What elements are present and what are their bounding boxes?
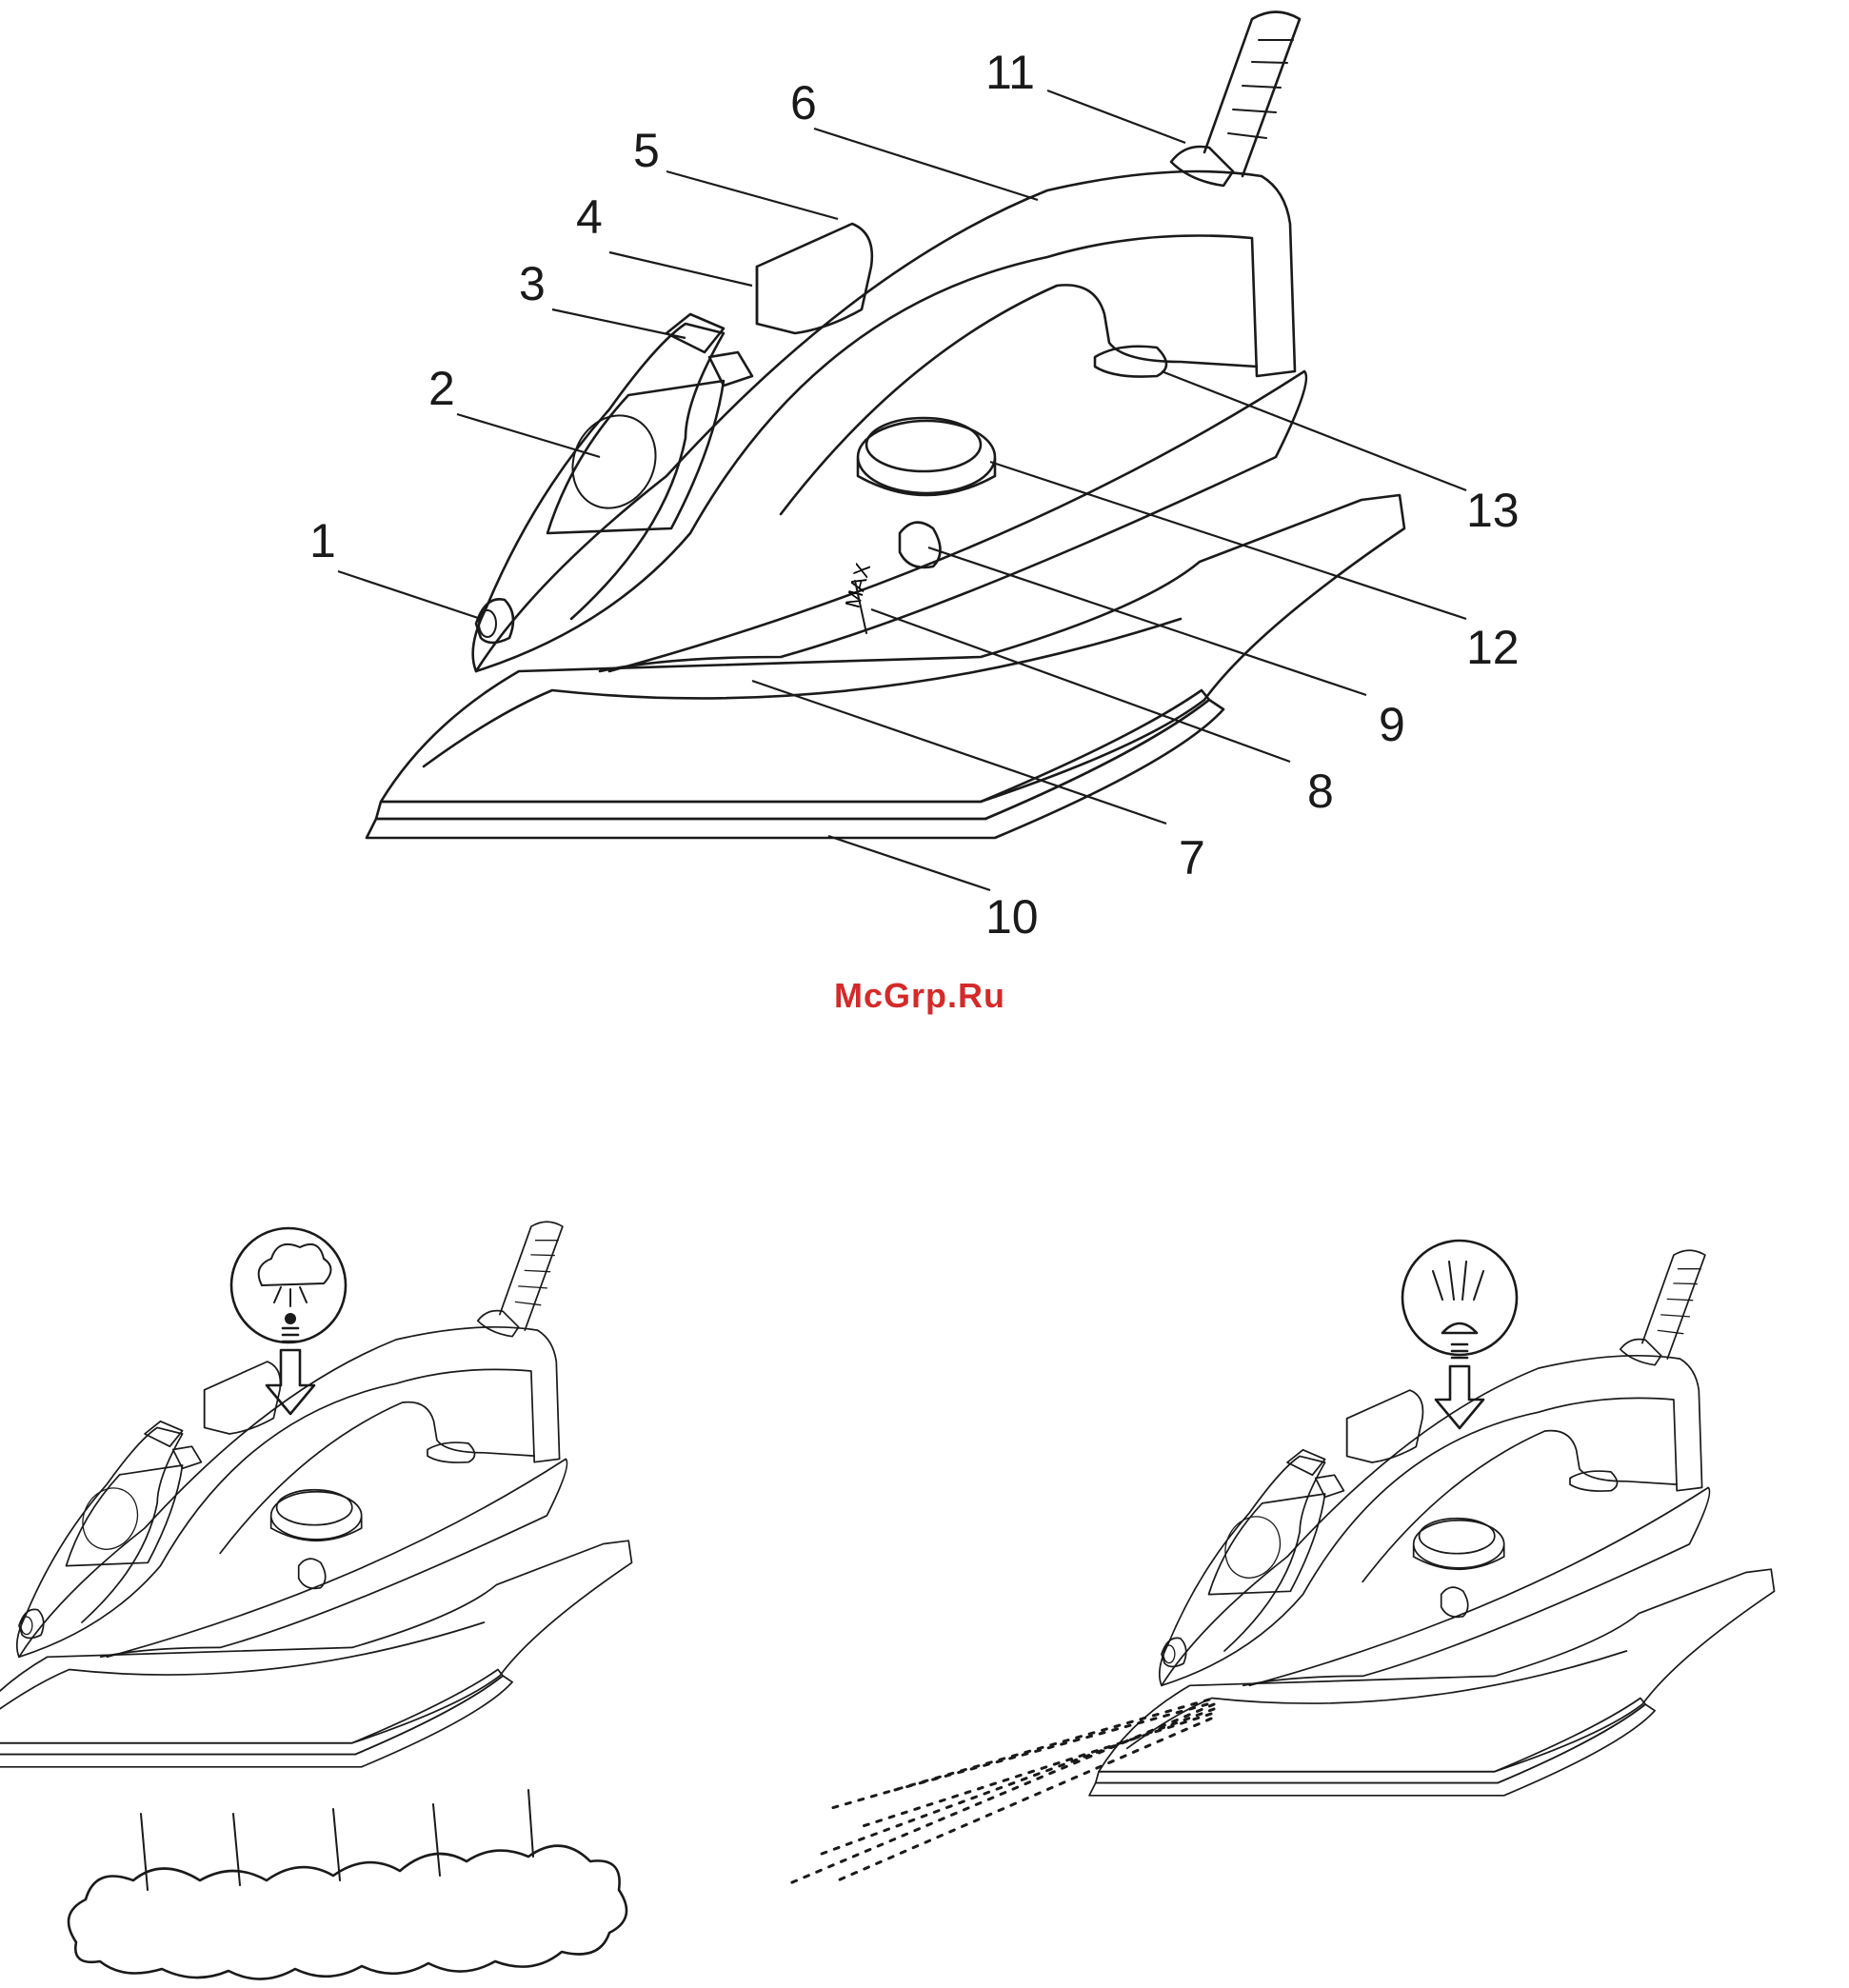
leader-2: [457, 414, 600, 457]
spray-icon: [1402, 1241, 1517, 1355]
leader-8: [871, 609, 1290, 762]
watermark: McGrp.Ru: [834, 976, 1005, 1015]
main-iron: [367, 12, 1404, 839]
label-9: 9: [1379, 698, 1405, 751]
spray-illustration: [785, 1241, 1775, 1885]
label-1: 1: [309, 514, 336, 567]
leader-11: [1047, 90, 1185, 143]
leader-5: [666, 171, 838, 219]
leader-10: [828, 836, 990, 890]
leader-9: [928, 547, 1366, 695]
label-5: 5: [633, 124, 660, 177]
leader-4: [609, 252, 752, 286]
leader-6: [814, 129, 1038, 200]
max-mark: MAX: [841, 560, 876, 610]
label-7: 7: [1179, 831, 1205, 885]
label-13: 13: [1466, 484, 1520, 537]
label-4: 4: [576, 190, 603, 244]
steam-burst-illustration: [0, 1222, 632, 1978]
label-11: 11: [985, 46, 1035, 99]
label-6: 6: [790, 76, 817, 129]
label-8: 8: [1307, 765, 1334, 818]
label-12: 12: [1466, 621, 1520, 674]
label-3: 3: [519, 257, 546, 310]
label-10: 10: [985, 890, 1039, 944]
leader-1: [338, 571, 481, 619]
leader-12: [990, 462, 1466, 619]
leader-3: [552, 309, 686, 338]
label-2: 2: [428, 362, 455, 415]
